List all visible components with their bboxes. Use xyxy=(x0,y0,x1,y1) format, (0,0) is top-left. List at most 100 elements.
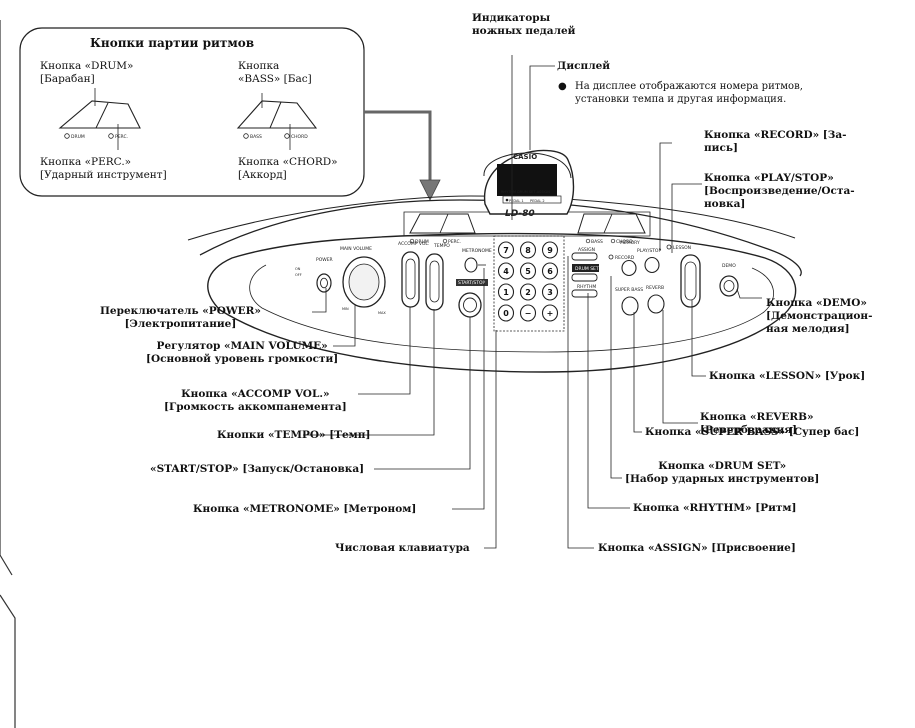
keypad-key[interactable] xyxy=(497,283,515,301)
panel-main-volume-label: MAIN VOLUME xyxy=(340,246,372,252)
panel-record-label: RECORD xyxy=(615,255,635,261)
callout-record: Кнопка «RECORD» [За- пись] xyxy=(704,129,847,154)
play-stop-button[interactable] xyxy=(644,256,660,274)
callout-lesson: Кнопка «LESSON» [Урок] xyxy=(709,370,866,382)
callout-metronome: Кнопка «METRONOME» [Метроном] xyxy=(193,503,417,515)
keypad-key-label: + xyxy=(547,309,554,318)
inset-bass-tag: BASS xyxy=(250,134,262,140)
keypad-key[interactable] xyxy=(519,262,537,280)
keypad-key-label: 4 xyxy=(503,267,509,276)
panel-power-label: POWER xyxy=(316,257,333,263)
reverb-button[interactable] xyxy=(647,294,665,314)
panel-rhythm-label: RHYTHM xyxy=(577,284,596,290)
inset-drum-tag: DRUM xyxy=(71,134,85,140)
panel-assign-label: ASSIGN xyxy=(578,247,595,253)
inset-title: Кнопки партии ритмов xyxy=(90,36,255,50)
callout-power: Переключатель «POWER» [Электропитание] xyxy=(100,305,261,330)
brand-logo: CASIO xyxy=(513,153,537,161)
keypad-key[interactable] xyxy=(541,283,559,301)
callout-main-volume: Регулятор «MAIN VOLUME» [Основной уровен… xyxy=(146,340,339,365)
callout-drum-set: Кнопка «DRUM SET» [Набор ударных инструм… xyxy=(625,460,820,485)
assign-button[interactable] xyxy=(571,252,598,261)
lesson-button[interactable] xyxy=(680,254,701,308)
callout-accomp-vol: Кнопка «ACCOMP VOL.» [Громкость аккомпан… xyxy=(164,388,347,413)
model-logo: LD-80 xyxy=(505,209,535,219)
super-bass-button[interactable] xyxy=(621,296,639,316)
panel-on-label: ON xyxy=(295,267,301,271)
inset-chord-tag: CHORD xyxy=(291,134,308,140)
panel-tempo-label: TEMPO xyxy=(433,243,450,249)
display-unit xyxy=(483,149,575,215)
keypad-key[interactable] xyxy=(497,304,515,322)
page-edge-bottom xyxy=(0,594,16,728)
keypad-key[interactable] xyxy=(541,304,559,322)
panel-max-label: MAX xyxy=(378,311,386,315)
inset-chord-label: Кнопка «CHORD» [Аккорд] xyxy=(238,156,338,181)
keypad-key[interactable] xyxy=(519,283,537,301)
start-stop-tag-bg xyxy=(456,279,488,286)
bullet-icon: ● xyxy=(558,81,567,92)
drum-set-tag-bg xyxy=(572,264,599,272)
panel-memory-label: MEMORY xyxy=(620,240,640,246)
callout-super-bass: Кнопка «SUPER BASS» [Супер бас] xyxy=(645,426,860,438)
panel-accomp-label: ACCOMP VOL. xyxy=(398,241,429,247)
keypad-key[interactable] xyxy=(541,262,559,280)
panel-off-label: OFF xyxy=(295,273,302,277)
callout-reverb: Кнопка «REVERB» [Реверберация] xyxy=(700,411,814,436)
callout-pedal-indicators: Индикаторы ножных педалей xyxy=(472,12,576,37)
record-button[interactable] xyxy=(621,259,637,277)
inset-perc-tag: PERC. xyxy=(115,134,128,140)
panel-perc-label: PERC. xyxy=(448,239,461,245)
accomp-volume-buttons[interactable] xyxy=(401,251,420,308)
callout-rhythm: Кнопка «RHYTHM» [Ритм] xyxy=(633,502,797,514)
record-led-icon xyxy=(608,254,614,260)
lcd-screen xyxy=(497,164,557,196)
callout-play-stop: Кнопка «PLAY/STOP» [Воспроизведение/Оста… xyxy=(704,172,855,210)
callout-display-title: Дисплей xyxy=(557,60,611,72)
keypad-key-label: 8 xyxy=(525,246,531,255)
keypad-key[interactable] xyxy=(541,241,559,259)
bass-chord-pad[interactable] xyxy=(577,213,646,244)
panel-bass-label: BASS xyxy=(591,239,603,245)
inset-perc-label: Кнопка «PERC.» [Ударный инструмент] xyxy=(40,156,167,181)
panel-min-label: MIN xyxy=(342,307,349,311)
main-volume-knob[interactable] xyxy=(342,256,386,308)
inset-drum-label: Кнопка «DRUM» [Барабан] xyxy=(40,60,134,85)
keypad-key[interactable] xyxy=(497,241,515,259)
rhythm-button[interactable] xyxy=(571,289,598,298)
pedal1-label: PEDAL 1 xyxy=(509,199,524,203)
inset-drum-perc-pad xyxy=(58,100,141,139)
keypad-key-label: 6 xyxy=(547,267,553,276)
tempo-buttons[interactable] xyxy=(425,253,444,311)
drum-perc-pad[interactable] xyxy=(409,213,476,244)
metronome-button[interactable] xyxy=(464,257,486,273)
panel-reverb-label: REVERB xyxy=(646,285,664,291)
panel-lesson-label: LESSON xyxy=(673,245,691,251)
demo-button[interactable] xyxy=(719,275,739,297)
panel-drum-set-label: DRUM SET xyxy=(575,266,599,272)
keypad-key[interactable] xyxy=(519,241,537,259)
keypad-key[interactable] xyxy=(519,304,537,322)
inset-pointer-arrow xyxy=(364,110,441,201)
pedal1-led-icon xyxy=(505,198,509,202)
keypad-frame xyxy=(493,235,565,332)
leader-lines xyxy=(303,55,762,549)
display-tags: RHYTHM DRUM SET ASSIGN xyxy=(501,190,550,194)
start-stop-button[interactable] xyxy=(458,292,482,318)
panel-start-stop-label: START/STOP xyxy=(458,280,486,286)
keypad-key[interactable] xyxy=(497,262,515,280)
drum-set-button[interactable] xyxy=(571,273,598,282)
keypad-key-label: 2 xyxy=(525,288,531,297)
panel-super-bass-label: SUPER BASS xyxy=(615,287,643,293)
keypad-key-label: 7 xyxy=(503,246,509,255)
callout-demo: Кнопка «DEMO» [Демонстрацион- ная мелоди… xyxy=(766,297,873,335)
panel-play-stop-label: PLAY/STOP xyxy=(637,248,661,254)
keypad-key-label: 3 xyxy=(547,288,553,297)
keypad-key-label: 5 xyxy=(525,267,531,276)
power-switch[interactable] xyxy=(316,273,332,293)
lesson-led-icon xyxy=(666,244,672,250)
keypad-key-label: 1 xyxy=(503,288,509,297)
keypad-key-label: 9 xyxy=(547,246,553,255)
panel-chord-label: CHORD xyxy=(616,239,633,245)
